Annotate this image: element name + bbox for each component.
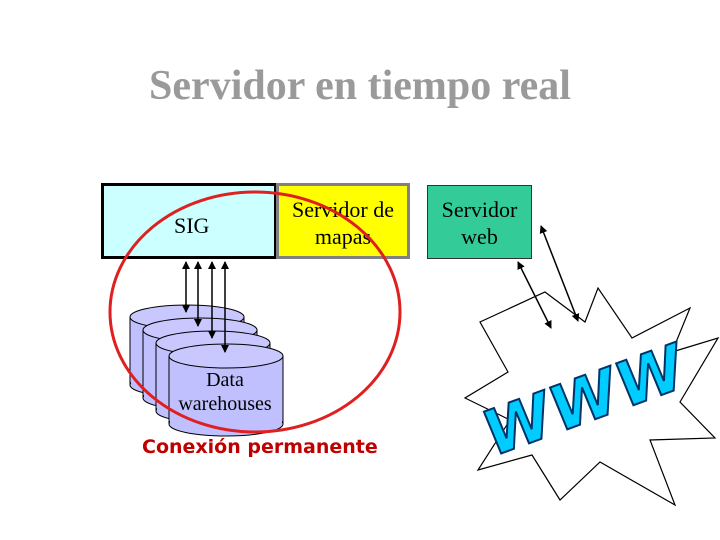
permanent-connection-ellipse — [108, 190, 402, 434]
data-warehouses-label: Data warehouses — [178, 369, 272, 415]
database-stack — [129, 304, 284, 437]
page-title: Servidor en tiempo real — [149, 63, 571, 109]
sig-box: SIG — [101, 183, 277, 259]
sig-label: SIG — [174, 213, 210, 238]
web-server-box: Servidor web — [427, 185, 532, 259]
web-internet-arrows — [517, 225, 580, 329]
www-starburst — [463, 286, 720, 507]
database-cylinder — [168, 343, 284, 437]
permanent-connection-caption: Conexión permanente — [142, 436, 378, 458]
web-server-label: Servidor web — [441, 197, 518, 249]
map-server-box: Servidor de mapas — [276, 183, 410, 259]
sig-db-arrows — [182, 261, 229, 353]
